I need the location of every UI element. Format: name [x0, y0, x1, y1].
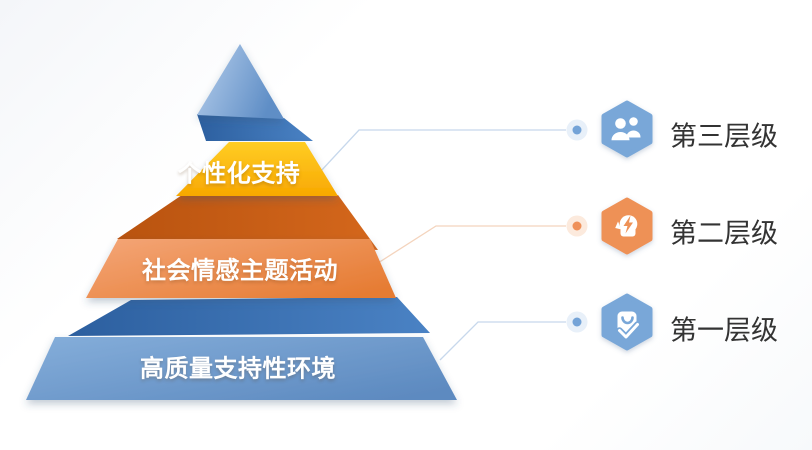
- callout-label-level-3: 第三层级: [670, 121, 778, 152]
- pyramid-apex: [197, 44, 284, 119]
- connector-dot-top: [566, 119, 588, 141]
- connector-line-middle: [377, 225, 566, 264]
- connector-dot-middle: [566, 215, 588, 237]
- hexagon-badge-top: [601, 100, 653, 158]
- connector-line-bottom: [439, 321, 566, 361]
- connector-line-top: [319, 129, 566, 173]
- hexagon-badge-bottom: [601, 293, 653, 351]
- hexagon-badge-middle: [601, 197, 653, 255]
- users-icon: [611, 117, 641, 141]
- callout-label-level-2: 第二层级: [670, 218, 778, 249]
- connector-dot-bottom: [566, 311, 588, 333]
- pyramid-band-bottom: [26, 337, 457, 400]
- pyramid-band-top: [176, 142, 338, 196]
- bag-check-icon: [616, 311, 641, 341]
- ribbon-fold-under-middle-band: [68, 297, 430, 336]
- idea-head-icon: [615, 215, 638, 237]
- pyramid-band-middle: [86, 239, 396, 298]
- ribbon-fold-under-top-band: [117, 195, 378, 250]
- callout-label-level-1: 第一层级: [670, 315, 778, 346]
- ribbon-fold-under-apex: [197, 114, 313, 141]
